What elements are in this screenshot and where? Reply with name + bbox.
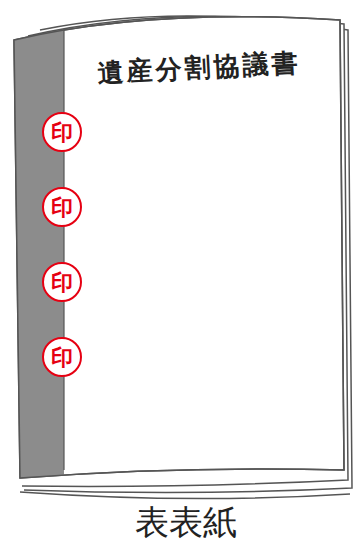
binding-strip: [14, 0, 64, 500]
seal-character: 印: [51, 121, 73, 143]
document-title: 遺産分割協議書: [97, 45, 302, 91]
strip-edge: [63, 29, 64, 470]
seal-stamp: 印: [42, 262, 82, 302]
page-edge: [20, 492, 350, 499]
seal-character: 印: [51, 196, 73, 218]
seal-character: 印: [51, 346, 73, 368]
seal-stamp: 印: [42, 187, 82, 227]
caption: 表表紙: [135, 500, 237, 546]
cover-outline: [14, 17, 344, 478]
front-cover: [14, 17, 344, 478]
seal-stamp: 印: [42, 112, 82, 152]
seal-character: 印: [51, 271, 73, 293]
seal-stamp: 印: [42, 337, 82, 377]
